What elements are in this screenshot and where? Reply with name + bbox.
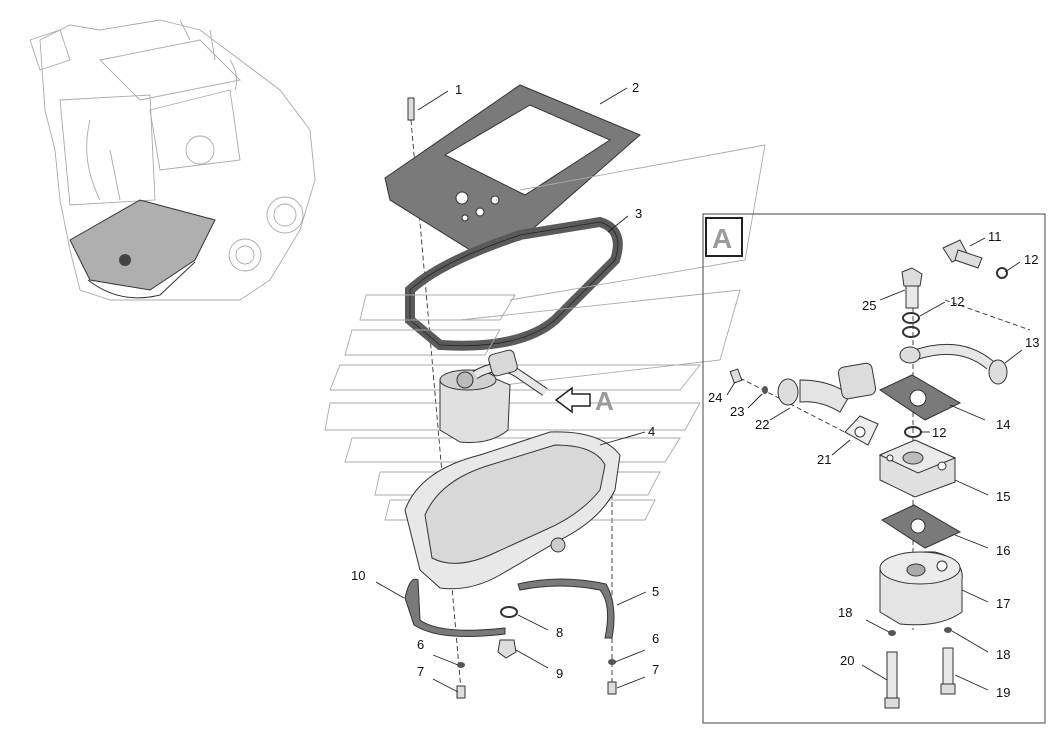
callout-3: 3: [635, 206, 642, 221]
strainer-elbow-part: [769, 362, 877, 421]
washers-and-bolts-right: [607, 649, 646, 695]
callout-9: 9: [556, 666, 563, 681]
sealing-washers: [902, 261, 1021, 438]
oil-pan-part: [404, 431, 646, 590]
callout-1: 1: [455, 82, 462, 97]
callout-17: 17: [996, 596, 1010, 611]
elbow-fasteners: [726, 368, 768, 409]
oil-pump-body-part: [879, 551, 989, 626]
adapter-body-part: [878, 439, 989, 498]
elbow-gasket-part: [831, 415, 879, 456]
detail-view-frame: [702, 213, 1046, 724]
callout-12-a: 12: [1024, 252, 1038, 267]
callout-19: 19: [996, 685, 1010, 700]
flange-gasket-upper-part: [878, 374, 986, 421]
callout-6-right: 6: [652, 631, 659, 646]
washers-and-bolts-left: [432, 654, 466, 699]
callout-15: 15: [996, 489, 1010, 504]
stud-part: [407, 90, 449, 121]
callout-16: 16: [996, 543, 1010, 558]
callout-14: 14: [996, 417, 1010, 432]
callout-20: 20: [840, 653, 854, 668]
callout-22: 22: [755, 417, 769, 432]
callout-7-left: 7: [417, 664, 424, 679]
assembly-axis-left: [410, 119, 462, 691]
callout-18-left: 18: [838, 605, 852, 620]
callout-11: 11: [988, 229, 1002, 244]
callout-12-b: 12: [950, 294, 964, 309]
drain-plug-parts: [497, 606, 549, 669]
pan-gasket-part: [405, 215, 629, 351]
pump-mounting-hardware: [861, 619, 989, 709]
oil-pump-assembly-part: [439, 349, 548, 443]
callout-2: 2: [632, 80, 639, 95]
callout-7-right: 7: [652, 662, 659, 677]
detail-view-marker-letter: A: [712, 223, 732, 254]
arrow-marker-letter: A: [595, 386, 614, 416]
flange-gasket-lower-part: [880, 504, 989, 549]
callout-24: 24: [708, 390, 722, 405]
callout-25: 25: [862, 298, 876, 313]
callout-21: 21: [817, 452, 831, 467]
hex-bolt-part: [879, 267, 923, 309]
callout-13: 13: [1025, 335, 1039, 350]
callout-6-left: 6: [417, 637, 424, 652]
callout-23: 23: [730, 404, 744, 419]
pan-strip-left-part: [375, 578, 506, 638]
callout-4: 4: [648, 424, 655, 439]
engine-overview-thumbnail: [29, 19, 316, 301]
detail-view-marker: A: [705, 217, 743, 257]
callout-labels: 1 2 3 4 5 10 8 9 6 7 6 7 11 12 25 12 13 …: [351, 80, 1039, 700]
callout-12-c: 12: [932, 425, 946, 440]
banjo-bolt-part: [942, 237, 986, 269]
view-arrow-marker: A: [554, 386, 614, 416]
callout-10: 10: [351, 568, 365, 583]
callout-18-right: 18: [996, 647, 1010, 662]
cover-plate-part: [384, 84, 641, 251]
callout-5: 5: [652, 584, 659, 599]
oil-pipe-part: [899, 343, 1023, 385]
pan-strip-right-part: [517, 578, 647, 639]
callout-8: 8: [556, 625, 563, 640]
